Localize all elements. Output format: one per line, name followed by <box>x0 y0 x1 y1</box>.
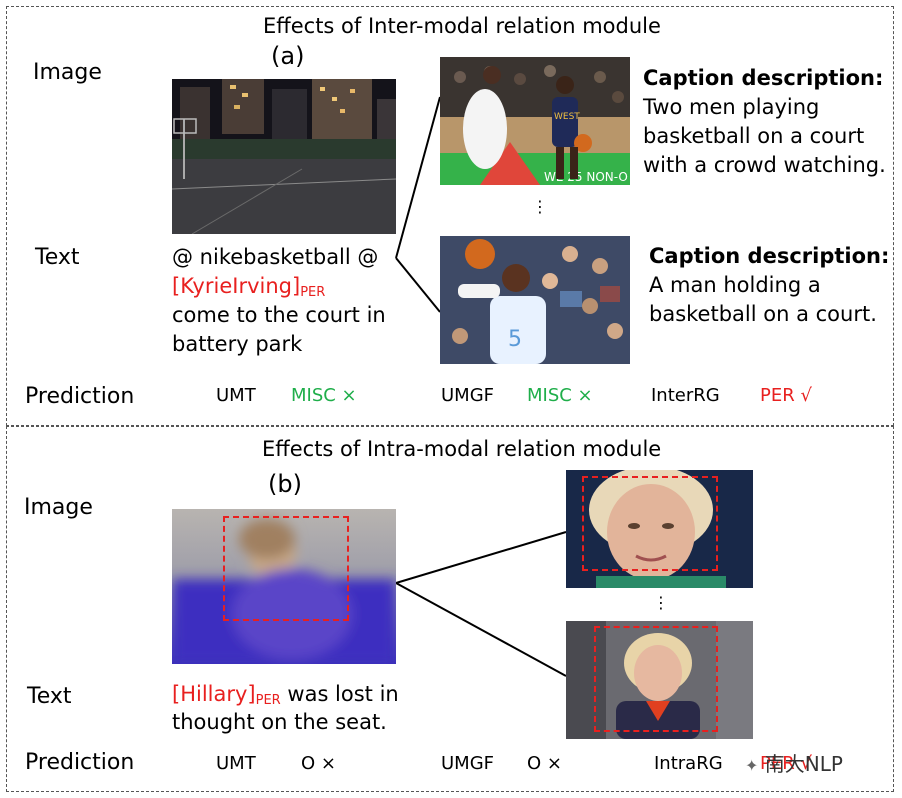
prediction-result: MISC × <box>527 385 593 406</box>
panel-b-image-label: Image <box>24 495 93 520</box>
basketball-court-night-photo <box>172 79 396 234</box>
panel-b-label: (b) <box>268 470 302 498</box>
panel-a-image-label: Image <box>33 60 102 85</box>
panel-a-label: (a) <box>271 42 305 70</box>
panel-a-entity: [KyrieIrving] <box>172 274 301 298</box>
panel-a-text-line4: battery park <box>172 332 303 356</box>
photo-jersey-number: 5 <box>508 327 522 352</box>
photo-banner-text: WE 25 NON-O <box>544 170 628 184</box>
face-bounding-box <box>594 626 718 732</box>
vertical-ellipsis-b: ⋮ <box>653 593 669 612</box>
panel-b-text-label: Text <box>27 684 72 709</box>
panel-b-text-after: was lost in <box>280 682 399 706</box>
prediction-model: UMT <box>216 385 256 406</box>
caption-1-heading: Caption description: <box>643 66 884 90</box>
face-bounding-box <box>582 476 718 571</box>
panel-a-title: Effects of Inter-modal relation module <box>263 14 661 38</box>
panel-b-entity-line: [Hillary]PER was lost in <box>172 680 399 715</box>
panel-a-entity-line: [KyrieIrving]PER <box>172 272 325 307</box>
watermark: ✦ 南大NLP <box>745 748 843 777</box>
prediction-result: MISC × <box>291 385 357 406</box>
face-bounding-box <box>223 516 349 621</box>
blurred-person-photo <box>172 509 396 664</box>
caption-2-line: basketball on a court. <box>649 302 877 326</box>
caption-2: Caption description: A man holding a bas… <box>649 242 889 329</box>
photo-jersey-text: WEST <box>554 112 580 122</box>
watermark-text: 南大NLP <box>764 752 843 776</box>
prediction-model: IntraRG <box>654 753 723 774</box>
caption-2-heading: Caption description: <box>649 244 890 268</box>
prediction-result: PER √ <box>760 385 812 406</box>
panel-intra-modal <box>6 426 894 792</box>
prediction-result: PER √ <box>760 753 812 774</box>
face-closeup-photo <box>566 470 753 588</box>
panel-b-title: Effects of Intra-modal relation module <box>262 437 662 461</box>
panel-a-text-line3: come to the court in <box>172 303 386 327</box>
caption-2-line: A man holding a <box>649 273 821 297</box>
panel-a-text-line1: @ nikebasketball @ <box>172 245 379 269</box>
panel-a-entity-tag: PER <box>300 285 326 300</box>
panel-a-text-label: Text <box>35 245 80 270</box>
panel-a-prediction-label: Prediction <box>25 384 135 409</box>
prediction-model: UMT <box>216 753 256 774</box>
panel-b-entity-tag: PER <box>255 693 281 708</box>
caption-1-line: basketball on a court <box>643 124 865 148</box>
caption-1-line: with a crowd watching. <box>643 153 886 177</box>
panel-inter-modal <box>6 6 894 426</box>
woman-portrait-photo <box>566 621 753 739</box>
basketball-man-photo: 5 <box>440 236 630 364</box>
caption-1: Caption description: Two men playing bas… <box>643 64 886 180</box>
caption-1-line: Two men playing <box>643 95 820 119</box>
prediction-model: InterRG <box>651 385 720 406</box>
panel-b-entity: [Hillary] <box>172 682 256 706</box>
basketball-players-photo: WE 25 NON-O WEST <box>440 57 630 185</box>
panel-b-prediction-label: Prediction <box>25 750 135 775</box>
prediction-result: O × <box>301 753 336 774</box>
panel-b-text-line2: thought on the seat. <box>172 710 387 734</box>
wechat-icon: ✦ <box>745 756 759 775</box>
vertical-ellipsis-a: ⋮ <box>532 197 548 216</box>
prediction-result: O × <box>527 753 562 774</box>
prediction-model: UMGF <box>441 385 495 406</box>
prediction-model: UMGF <box>441 753 495 774</box>
